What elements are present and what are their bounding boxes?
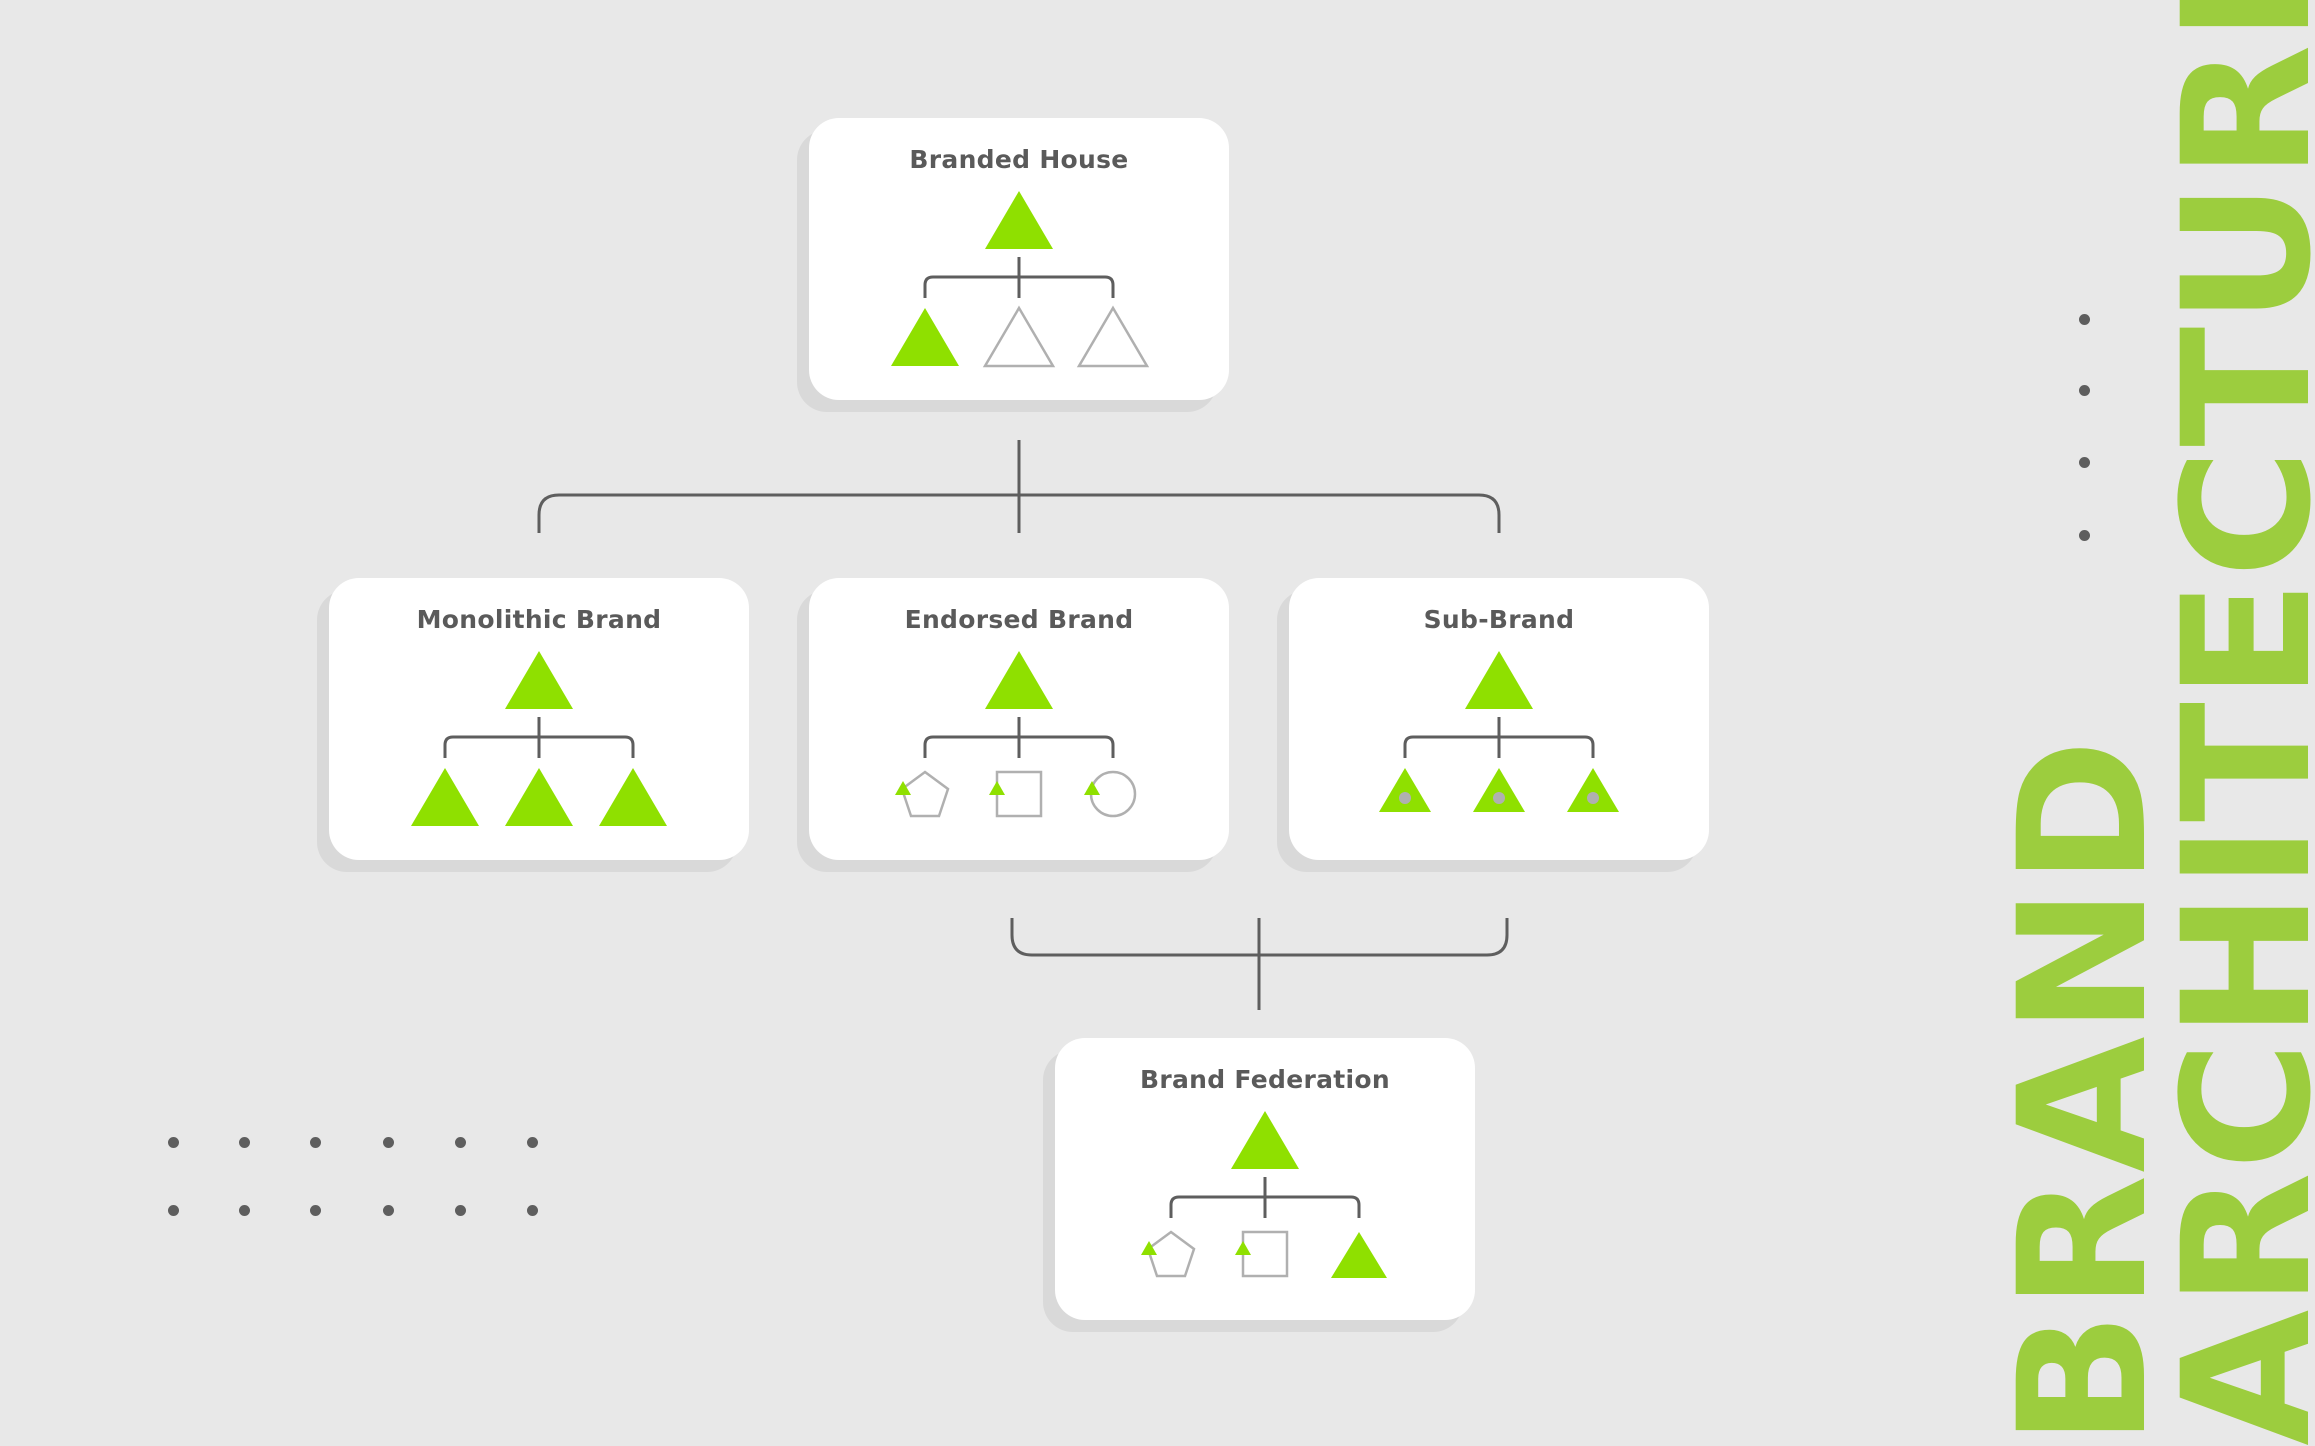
- triangle-hierarchy-icon: [411, 651, 667, 826]
- dot: [168, 1205, 179, 1216]
- dot: [310, 1137, 321, 1148]
- title-architecture: ARCHITECTURE: [2145, 0, 2315, 1446]
- branded-house-card: Branded House: [809, 118, 1229, 400]
- card-title: Sub-Brand: [1423, 605, 1575, 634]
- dot: [239, 1137, 250, 1148]
- card-title: Brand Federation: [1139, 1065, 1390, 1094]
- dot: [383, 1137, 394, 1148]
- title-brand: BRAND: [1981, 736, 2186, 1446]
- dot: [2079, 385, 2090, 396]
- brand-federation-card: Brand Federation: [1055, 1038, 1475, 1320]
- dot: [310, 1205, 321, 1216]
- federation-shapes-icon: [1141, 1111, 1387, 1278]
- card-title: Branded House: [909, 145, 1129, 174]
- endorsed-brand-card: Endorsed Brand: [809, 578, 1229, 860]
- dot: [527, 1205, 538, 1216]
- dot: [239, 1205, 250, 1216]
- dot: [2079, 457, 2090, 468]
- card-title: Endorsed Brand: [904, 605, 1134, 634]
- dot: [455, 1137, 466, 1148]
- monolithic-brand-card: Monolithic Brand: [329, 578, 749, 860]
- dot: [2079, 530, 2090, 541]
- endorsed-shapes-icon: [895, 651, 1137, 818]
- dot: [168, 1137, 179, 1148]
- sub-brand-card: Sub-Brand: [1289, 578, 1709, 860]
- sub-brand-triangles-icon: [1379, 651, 1619, 812]
- dot: [2079, 314, 2090, 325]
- triangle-hierarchy-icon: [891, 191, 1150, 368]
- dot: [383, 1205, 394, 1216]
- dot: [527, 1137, 538, 1148]
- card-title: Monolithic Brand: [416, 605, 662, 634]
- dot: [455, 1205, 466, 1216]
